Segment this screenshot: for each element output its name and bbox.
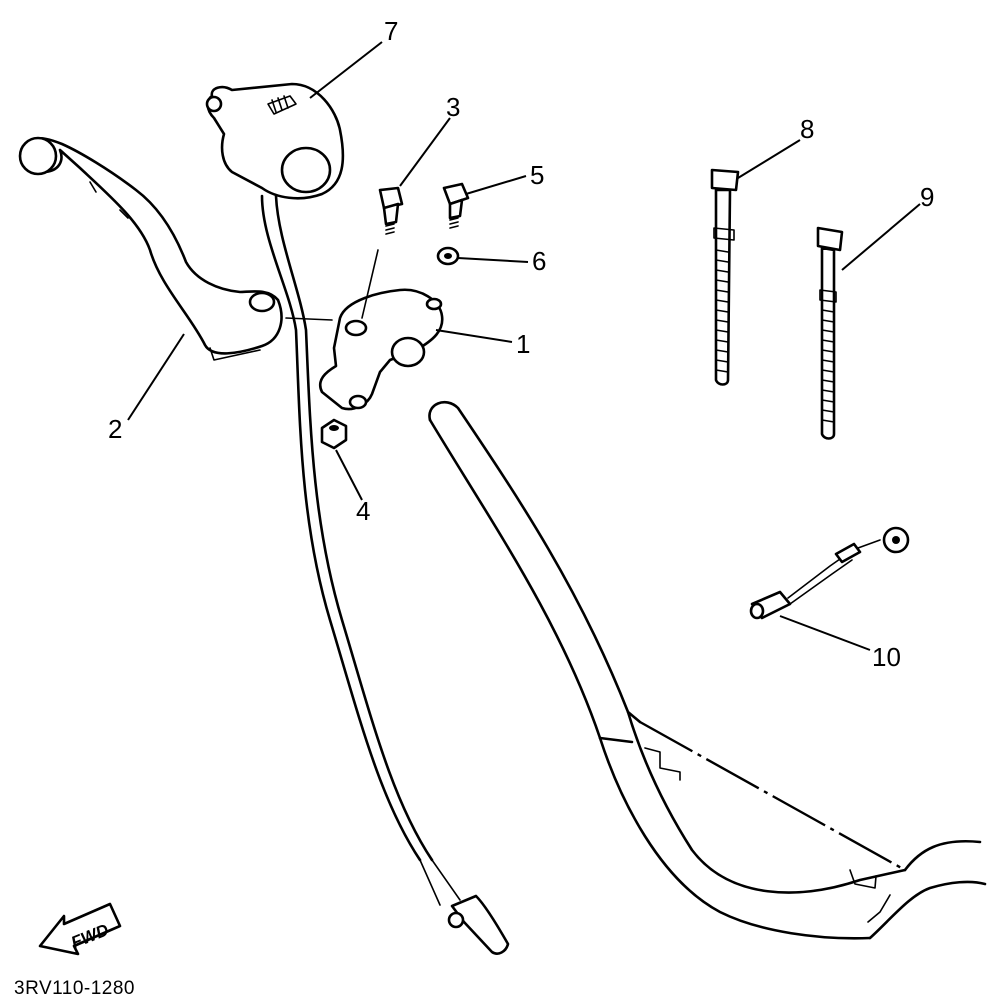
switch-assembly	[205, 82, 510, 955]
bolt-5	[442, 182, 470, 229]
callout-1: 1	[516, 329, 530, 359]
diagram-code: 3RV110-1280	[14, 978, 135, 999]
lead-wire	[749, 526, 910, 620]
callout-3: 3	[446, 92, 460, 122]
bolt-3	[361, 186, 404, 319]
callout-10: 10	[872, 642, 901, 672]
callout-6: 6	[532, 246, 546, 276]
handlebar	[428, 401, 987, 940]
callout-9: 9	[920, 182, 934, 212]
callout-8: 8	[800, 114, 814, 144]
washer-6	[436, 246, 460, 266]
lever	[18, 136, 283, 361]
callout-7: 7	[384, 16, 398, 46]
holder	[285, 288, 444, 411]
fwd-arrow-icon: FWD	[38, 902, 122, 956]
cable-tie-8	[710, 168, 740, 386]
leader-lines	[127, 41, 921, 651]
cable-tie-9	[816, 226, 844, 440]
nut-4	[320, 418, 348, 450]
callout-5: 5	[530, 160, 544, 190]
callout-2: 2	[108, 414, 122, 444]
callout-4: 4	[356, 496, 370, 526]
